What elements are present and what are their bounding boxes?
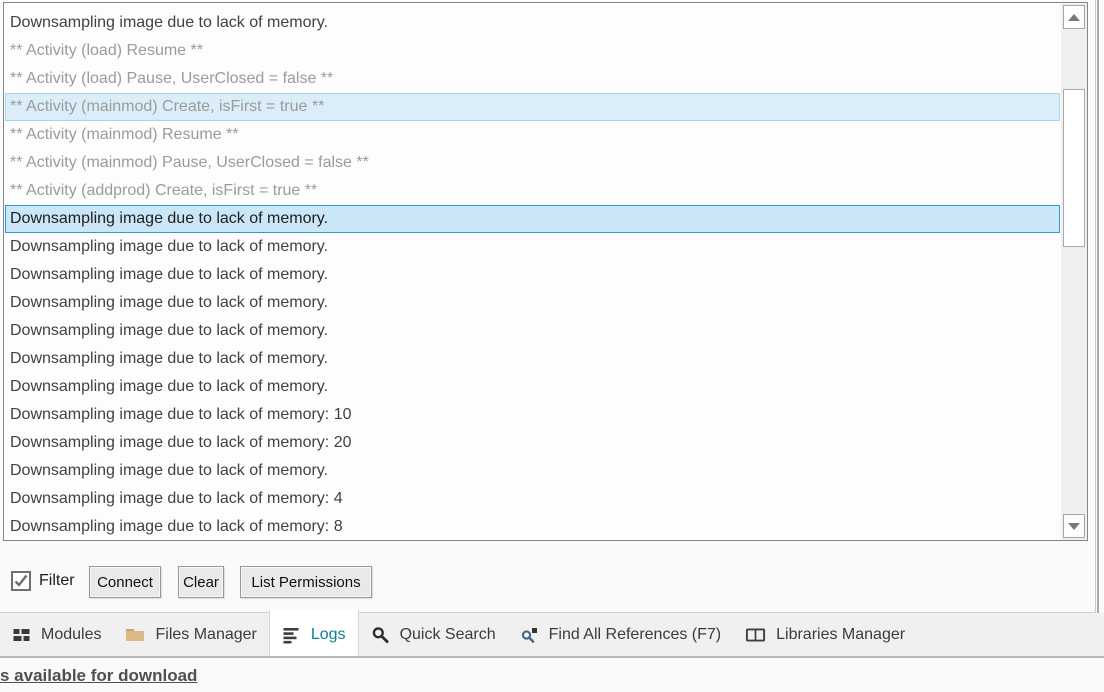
- log-row[interactable]: Downsampling image due to lack of memory…: [10, 14, 329, 31]
- log-row[interactable]: ** Activity (load) Pause, UserClosed = f…: [10, 70, 334, 87]
- statusbar-divider: [0, 656, 1104, 658]
- vertical-scrollbar[interactable]: [1061, 3, 1087, 540]
- scroll-down-button[interactable]: [1063, 514, 1085, 538]
- open-book-icon: [745, 626, 766, 644]
- tab-label: Logs: [310, 625, 346, 643]
- log-listbox[interactable]: Downsampling image due to lack of memory…: [3, 2, 1088, 541]
- find-references-icon: [520, 626, 539, 644]
- tab-modules[interactable]: Modules: [0, 613, 113, 656]
- tab-files-manager[interactable]: Files Manager: [113, 613, 268, 656]
- tab-find-all-references-f7[interactable]: Find All References (F7): [508, 613, 734, 656]
- tab-label: Find All References (F7): [548, 625, 722, 643]
- log-row[interactable]: Downsampling image due to lack of memory…: [5, 205, 1060, 233]
- tab-label: Modules: [41, 625, 102, 643]
- folder-icon: [125, 626, 145, 644]
- triangle-up-icon: [1068, 13, 1080, 21]
- log-row[interactable]: Downsampling image due to lack of memory…: [10, 462, 329, 479]
- tab-libraries-manager[interactable]: Libraries Manager: [733, 613, 917, 656]
- log-row[interactable]: Downsampling image due to lack of memory…: [10, 266, 329, 283]
- tab-label: Libraries Manager: [776, 625, 906, 643]
- log-lines-icon: [282, 626, 301, 644]
- log-row[interactable]: Downsampling image due to lack of memory…: [10, 518, 343, 535]
- log-row[interactable]: Downsampling image due to lack of memory…: [10, 434, 352, 451]
- log-row[interactable]: Downsampling image due to lack of memory…: [10, 406, 352, 423]
- log-row[interactable]: Downsampling image due to lack of memory…: [10, 238, 329, 255]
- tab-quick-search[interactable]: Quick Search: [359, 613, 508, 656]
- log-row[interactable]: Downsampling image due to lack of memory…: [10, 490, 343, 507]
- log-row[interactable]: ** Activity (mainmod) Resume **: [10, 126, 239, 143]
- filter-label: Filter: [39, 572, 75, 589]
- scrollbar-thumb[interactable]: [1063, 89, 1085, 247]
- log-row[interactable]: ** Activity (mainmod) Pause, UserClosed …: [10, 154, 369, 171]
- log-rows: Downsampling image due to lack of memory…: [5, 9, 1060, 540]
- modules-icon: [12, 626, 31, 644]
- scroll-up-button[interactable]: [1063, 5, 1085, 29]
- log-row[interactable]: Downsampling image due to lack of memory…: [10, 322, 329, 339]
- log-row[interactable]: ** Activity (mainmod) Create, isFirst = …: [5, 93, 1060, 121]
- bottom-tab-bar: Modules Files Manager Logs Quick Search Find…: [0, 610, 1104, 656]
- log-row[interactable]: Downsampling image due to lack of memory…: [10, 378, 329, 395]
- status-bar: s available for download: [0, 658, 1104, 692]
- tab-label: Quick Search: [399, 625, 496, 643]
- clear-button[interactable]: Clear: [178, 566, 224, 598]
- search-icon: [371, 626, 390, 644]
- triangle-down-icon: [1068, 522, 1080, 530]
- tab-label: Files Manager: [155, 625, 257, 643]
- log-row[interactable]: ** Activity (addprod) Create, isFirst = …: [10, 182, 318, 199]
- log-row[interactable]: ** Activity (load) Resume **: [10, 42, 203, 59]
- connect-button[interactable]: Connect: [89, 566, 161, 598]
- tab-logs[interactable]: Logs: [268, 610, 359, 656]
- log-row[interactable]: Downsampling image due to lack of memory…: [10, 294, 329, 311]
- filter-checkbox[interactable]: [11, 571, 31, 591]
- log-panel: Downsampling image due to lack of memory…: [0, 0, 1096, 613]
- log-row[interactable]: Downsampling image due to lack of memory…: [10, 350, 329, 367]
- panel-edge-splitter[interactable]: [1097, 0, 1099, 656]
- list-permissions-button[interactable]: List Permissions: [240, 566, 372, 598]
- checkmark-icon: [14, 574, 28, 587]
- download-available-link[interactable]: s available for download: [0, 666, 198, 685]
